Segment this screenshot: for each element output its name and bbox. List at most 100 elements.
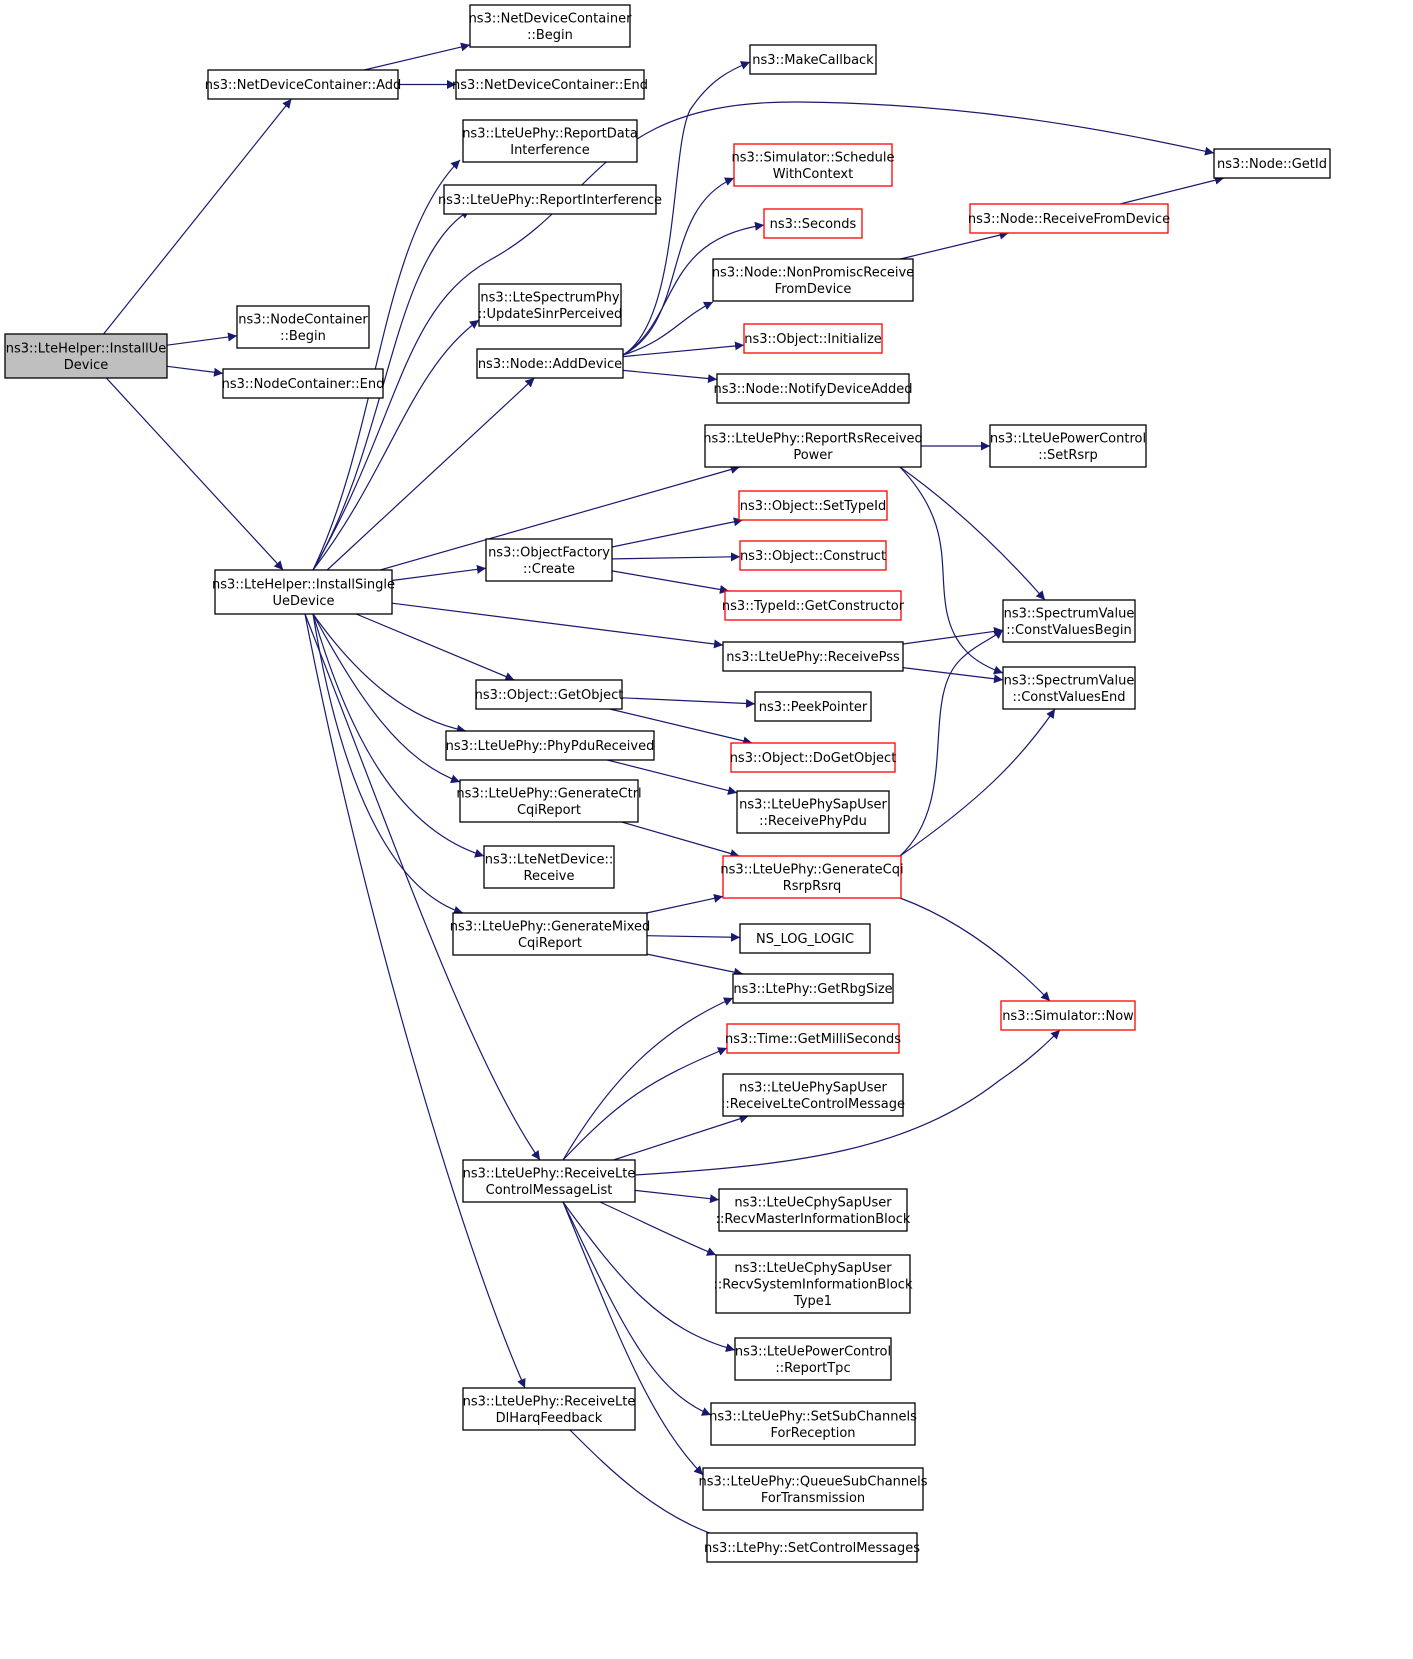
function-node-label: ns3::Object::Initialize bbox=[744, 332, 882, 347]
function-node-label: ns3::LteUePhySapUser bbox=[739, 1080, 887, 1095]
function-node-label: ns3::Node::AddDevice bbox=[478, 357, 622, 372]
function-node-n18[interactable]: ns3::Node::ReceiveFromDevice bbox=[968, 203, 1170, 234]
function-node-n41[interactable]: ns3::LteUePhySapUser::ReceiveLteControlM… bbox=[721, 1073, 905, 1117]
function-node-box bbox=[722, 855, 902, 899]
call-edge-n6-n8 bbox=[312, 209, 471, 571]
function-node-n39[interactable]: ns3::Simulator::Now bbox=[1000, 1000, 1136, 1031]
function-node-label: ns3::NodeContainer bbox=[238, 312, 368, 327]
function-node-n11[interactable]: ns3::MakeCallback bbox=[749, 44, 877, 75]
function-node-n34[interactable]: ns3::LteNetDevice::Receive bbox=[483, 845, 615, 889]
function-node-label: ::Begin bbox=[280, 329, 326, 344]
function-node-n42[interactable]: ns3::LteUePhy::ReceiveLteControlMessageL… bbox=[462, 1159, 636, 1203]
function-node-n5[interactable]: ns3::NodeContainer::End bbox=[222, 368, 385, 399]
function-node-n47[interactable]: ns3::LteUePhy::QueueSubChannelsForTransm… bbox=[698, 1467, 928, 1511]
function-node-n24[interactable]: ns3::TypeId::GetConstructor bbox=[722, 590, 905, 621]
function-node-label: UeDevice bbox=[273, 594, 335, 609]
function-node-label: ns3::Node::NotifyDeviceAdded bbox=[713, 382, 912, 397]
function-node-label: ns3::LteUeCphySapUser bbox=[734, 1195, 892, 1210]
function-node-n23[interactable]: ns3::Object::Construct bbox=[739, 540, 887, 571]
function-node-label: RsrpRsrq bbox=[783, 879, 842, 894]
function-node-box bbox=[469, 4, 631, 48]
function-node-n26[interactable]: ns3::LteUePhy::ReceivePss bbox=[722, 641, 904, 672]
function-node-n13[interactable]: ns3::Seconds bbox=[763, 208, 863, 239]
function-node-n16[interactable]: ns3::Node::NotifyDeviceAdded bbox=[713, 373, 913, 404]
function-node-label: ns3::NetDeviceContainer::End bbox=[452, 78, 648, 93]
function-node-label: ::SetRsrp bbox=[1038, 448, 1098, 463]
function-node-label: ns3::LteUePhy::GenerateCqi bbox=[720, 862, 903, 877]
call-edge-n35-n25 bbox=[899, 629, 1004, 857]
function-node-n38[interactable]: ns3::LtePhy::GetRbgSize bbox=[732, 973, 894, 1004]
function-node-label: ns3::LtePhy::SetControlMessages bbox=[704, 1541, 920, 1556]
function-node-box bbox=[754, 691, 872, 722]
function-node-n1[interactable]: ns3::NetDeviceContainer::Add bbox=[205, 69, 402, 100]
function-node-n27[interactable]: ns3::SpectrumValue::ConstValuesEnd bbox=[1002, 666, 1136, 710]
function-node-n21[interactable]: ns3::ObjectFactory::Create bbox=[485, 538, 613, 582]
function-node-n25[interactable]: ns3::SpectrumValue::ConstValuesBegin bbox=[1002, 599, 1136, 643]
function-node-n30[interactable]: ns3::Object::DoGetObject bbox=[730, 742, 897, 773]
call-edge-n6-n21 bbox=[391, 564, 487, 582]
function-node-n3[interactable]: ns3::NetDeviceContainer::End bbox=[452, 69, 648, 100]
call-edge-n42-n38 bbox=[562, 997, 734, 1161]
function-node-box bbox=[222, 368, 384, 399]
function-node-box bbox=[730, 742, 896, 773]
function-node-label: ns3::MakeCallback bbox=[752, 53, 874, 68]
function-node-box bbox=[476, 348, 624, 379]
function-node-n31[interactable]: ns3::LteUePhy::PhyPduReceived bbox=[445, 730, 655, 761]
function-node-label: ns3::SpectrumValue bbox=[1004, 606, 1135, 621]
function-node-n2[interactable]: ns3::NetDeviceContainer::Begin bbox=[469, 4, 633, 48]
function-node-n45[interactable]: ns3::LteUePowerControl::ReportTpc bbox=[734, 1337, 892, 1381]
call-edge-n6-n33 bbox=[312, 613, 461, 784]
function-node-box bbox=[726, 1023, 900, 1054]
function-node-n29[interactable]: ns3::PeekPointer bbox=[754, 691, 872, 722]
function-node-box bbox=[1000, 1000, 1136, 1031]
function-node-box bbox=[462, 1387, 636, 1431]
call-edge-n1-n2 bbox=[364, 42, 471, 71]
function-node-n20[interactable]: ns3::LteUePowerControl::SetRsrp bbox=[989, 424, 1147, 468]
function-node-label: Power bbox=[793, 448, 833, 463]
function-node-label: ns3::LteUePhy::PhyPduReceived bbox=[446, 739, 655, 754]
function-node-n49[interactable]: ns3::LtePhy::SetControlMessages bbox=[704, 1532, 920, 1563]
function-node-n15[interactable]: ns3::Object::Initialize bbox=[743, 323, 883, 354]
function-node-box bbox=[478, 283, 622, 327]
function-node-n40[interactable]: ns3::Time::GetMilliSeconds bbox=[725, 1023, 901, 1054]
function-node-n22[interactable]: ns3::Object::SetTypeId bbox=[738, 490, 888, 521]
function-node-label: ns3::Simulator::Now bbox=[1002, 1009, 1134, 1024]
function-node-box bbox=[207, 69, 399, 100]
function-node-box bbox=[485, 538, 613, 582]
function-node-n10[interactable]: ns3::Node::AddDevice bbox=[476, 348, 624, 379]
function-node-label: ns3::Node::ReceiveFromDevice bbox=[968, 212, 1170, 227]
function-node-n43[interactable]: ns3::LteUeCphySapUser::RecvMasterInforma… bbox=[716, 1188, 911, 1232]
function-node-label: ns3::LteUePhy::ReceiveLte bbox=[463, 1394, 636, 1409]
function-node-label: ns3::LteSpectrumPhy bbox=[480, 290, 619, 305]
function-node-n32[interactable]: ns3::LteUePhySapUser::ReceivePhyPdu bbox=[736, 790, 890, 834]
function-node-label: ns3::LtePhy::GetRbgSize bbox=[733, 982, 892, 997]
function-node-box bbox=[706, 1532, 918, 1563]
function-node-n9[interactable]: ns3::LteSpectrumPhy::UpdateSinrPerceived bbox=[478, 283, 622, 327]
function-node-n4[interactable]: ns3::NodeContainer::Begin bbox=[236, 305, 370, 349]
function-node-label: ns3::ObjectFactory bbox=[488, 545, 610, 560]
function-node-label: ForTransmission bbox=[761, 1491, 865, 1506]
function-node-label: ::ConstValuesEnd bbox=[1012, 690, 1125, 705]
function-node-n8[interactable]: ns3::LteUePhy::ReportInterference bbox=[438, 184, 662, 215]
function-node-n44[interactable]: ns3::LteUeCphySapUser::RecvSystemInforma… bbox=[714, 1254, 913, 1314]
function-node-n37[interactable]: NS_LOG_LOGIC bbox=[739, 923, 871, 954]
call-edge-n6-n34 bbox=[312, 613, 485, 858]
function-node-n17[interactable]: ns3::Node::GetId bbox=[1213, 148, 1331, 179]
function-node-box bbox=[443, 184, 657, 215]
function-node-box bbox=[459, 779, 639, 823]
call-edge-n10-n16 bbox=[622, 369, 718, 384]
function-node-n46[interactable]: ns3::LteUePhy::SetSubChannelsForReceptio… bbox=[709, 1402, 917, 1446]
function-node-box bbox=[236, 305, 370, 349]
function-node-n28[interactable]: ns3::Object::GetObject bbox=[475, 679, 624, 710]
call-edge-n6-n31 bbox=[312, 613, 467, 734]
